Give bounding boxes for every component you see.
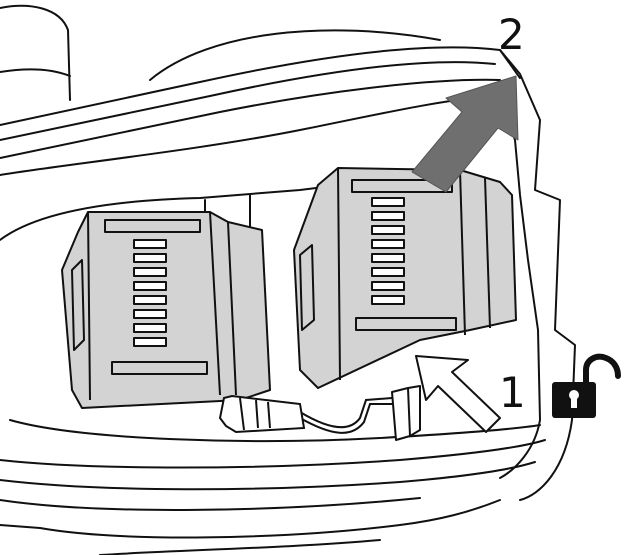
background-dome xyxy=(149,29,441,81)
housing-base xyxy=(0,419,546,555)
step-2-label: 2 xyxy=(498,10,525,59)
connector-pins-right xyxy=(371,197,405,305)
housing-outline xyxy=(499,49,576,501)
housing-lid xyxy=(0,46,521,176)
unlocked-padlock-icon xyxy=(548,352,625,424)
lift-arrow-icon xyxy=(411,75,519,193)
battery-module-left xyxy=(61,211,271,409)
housing-inner-edge xyxy=(499,94,541,479)
connector-pins-left xyxy=(133,239,167,347)
cable-with-plug xyxy=(218,394,393,434)
release-latch xyxy=(391,385,421,441)
battery-module-right xyxy=(293,167,517,389)
release-arrow-icon xyxy=(415,355,501,433)
step-1-label: 1 xyxy=(499,368,526,417)
background-cylinder xyxy=(0,4,71,101)
